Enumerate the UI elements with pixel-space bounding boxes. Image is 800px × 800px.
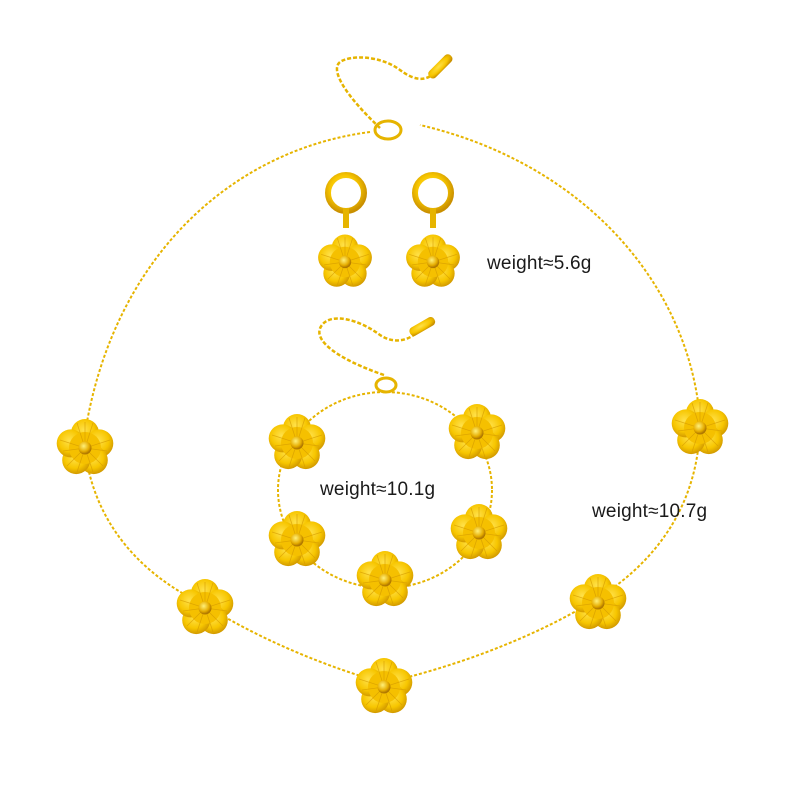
necklace-flower (569, 573, 627, 630)
earrings (317, 172, 461, 288)
chain-tag-icon (428, 54, 453, 79)
bracelet-weight-label: weight≈10.1g (320, 479, 436, 500)
earrings-weight-label: weight≈5.6g (487, 253, 592, 274)
necklace-flower (355, 657, 413, 714)
bracelet-flower (448, 403, 506, 460)
lobster-clasp-icon (373, 119, 403, 141)
bracelet-flower (268, 413, 326, 470)
necklace-weight-label: weight≈10.7g (592, 501, 708, 522)
necklace-flower (56, 418, 114, 475)
necklace-flower (671, 398, 729, 455)
hoop-icon (325, 172, 367, 214)
chain-tag-icon (409, 317, 436, 336)
bracelet-flower (450, 503, 508, 560)
lobster-clasp-icon (374, 376, 398, 394)
bracelet-flower (268, 510, 326, 567)
necklace (56, 54, 729, 714)
necklace-flower (176, 578, 234, 635)
bracelet (268, 317, 508, 607)
hoop-icon (412, 172, 454, 214)
earring-flower (405, 233, 461, 288)
bracelet-flower (356, 550, 414, 607)
earring-flower (317, 233, 373, 288)
